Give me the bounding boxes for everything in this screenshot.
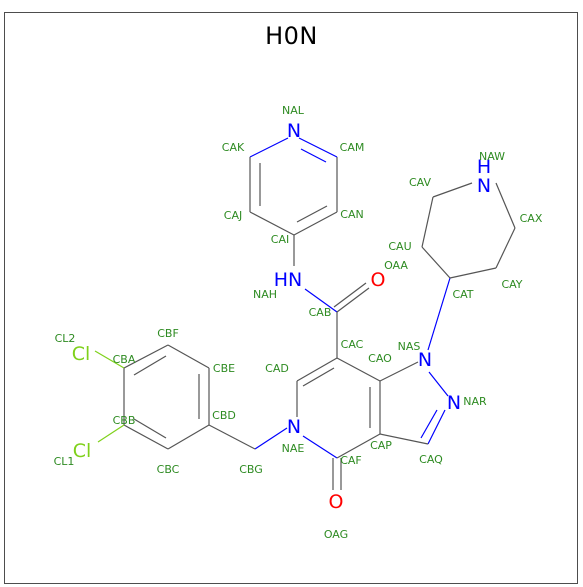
atom-label-nah: NAH bbox=[253, 288, 277, 301]
bond-cbc-cbd bbox=[167, 424, 210, 450]
diagram-frame bbox=[4, 12, 578, 584]
atom-label-cai: CAI bbox=[271, 233, 289, 246]
atom-label-cax: CAX bbox=[520, 212, 543, 225]
atom-label-nae: NAE bbox=[282, 442, 305, 455]
bond-ring1-inner-b bbox=[296, 205, 328, 223]
atom-label-cac: CAC bbox=[341, 338, 364, 351]
bond-cbb-cbc bbox=[123, 424, 169, 450]
molecule-title: H0N bbox=[265, 22, 318, 50]
element-cl2: Cl bbox=[72, 343, 91, 365]
atom-label-oag: OAG bbox=[324, 528, 348, 541]
atom-label-cbe: CBE bbox=[213, 362, 235, 375]
bond-naw-cax bbox=[495, 182, 516, 229]
atom-label-cay: CAY bbox=[501, 278, 522, 291]
bond-cat-cau bbox=[421, 246, 451, 279]
atom-label-nal: NAL bbox=[282, 104, 305, 117]
bond-cao-cac bbox=[336, 357, 381, 382]
bond-nae-cbg bbox=[254, 427, 288, 450]
bond-cbb-cl1 bbox=[97, 424, 125, 443]
atom-label-caf: CAF bbox=[340, 454, 362, 467]
atom-label-cau: CAU bbox=[388, 240, 411, 253]
atom-label-cam: CAM bbox=[340, 141, 365, 154]
atom-label-cbb: CBB bbox=[113, 414, 136, 427]
bond-nae-caf bbox=[302, 435, 338, 459]
atom-label-caq: CAQ bbox=[419, 453, 443, 466]
bond-ring1-inner-c bbox=[300, 148, 327, 163]
bond-cam-nal bbox=[298, 137, 338, 158]
bond-cbg-cbd bbox=[208, 424, 256, 450]
atom-label-cl1: CL1 bbox=[54, 455, 75, 468]
atom-label-nas: NAS bbox=[398, 340, 421, 353]
element-naw-h: H bbox=[477, 156, 491, 178]
bond-cab-oaa-2 bbox=[333, 282, 367, 308]
bond-nas-nar bbox=[428, 371, 449, 397]
atom-label-caj: CAJ bbox=[224, 209, 242, 222]
atom-label-can: CAN bbox=[340, 208, 363, 221]
atom-label-naw: NAW bbox=[479, 150, 505, 163]
bond-cba-cl2 bbox=[94, 350, 125, 369]
atom-label-cbd: CBD bbox=[212, 409, 236, 422]
bond-nah-cab bbox=[304, 288, 338, 313]
bond-ring2-inner-c bbox=[133, 418, 167, 439]
bond-cao-nas bbox=[379, 361, 419, 382]
bond-caf-cap bbox=[336, 433, 381, 459]
bond-cbe-cbf bbox=[167, 344, 210, 369]
bond-cai-can bbox=[293, 211, 338, 236]
element-nar: N bbox=[447, 392, 461, 414]
atom-label-cba: CBA bbox=[113, 353, 136, 366]
atom-label-cat: CAT bbox=[452, 288, 473, 301]
bond-cay-cat bbox=[449, 267, 497, 279]
atom-label-oaa: OAA bbox=[384, 259, 408, 272]
bond-cax-cay bbox=[495, 227, 516, 269]
atom-label-cbf: CBF bbox=[157, 327, 179, 340]
bond-cab-oaa bbox=[336, 287, 370, 313]
bond-nar-caq-2 bbox=[420, 409, 438, 439]
atom-label-nar: NAR bbox=[463, 395, 487, 408]
atom-label-cav: CAV bbox=[409, 176, 432, 189]
atom-label-cab: CAB bbox=[309, 306, 332, 319]
atom-label-cbc: CBC bbox=[157, 463, 180, 476]
atom-label-cl2: CL2 bbox=[55, 332, 76, 345]
bond-ring2-inner-b bbox=[133, 355, 167, 376]
element-cl1: Cl bbox=[73, 440, 92, 462]
atom-label-cak: CAK bbox=[222, 141, 245, 154]
bond-cac-cad bbox=[296, 357, 338, 382]
bond-cac-cad-2 bbox=[302, 367, 335, 387]
bond-nar-caq bbox=[427, 409, 446, 445]
element-oag: O bbox=[329, 491, 344, 513]
atom-label-cbg: CBG bbox=[239, 463, 263, 476]
bonds bbox=[94, 137, 516, 490]
bond-caj-cai bbox=[249, 211, 295, 236]
element-naw-n: N bbox=[477, 175, 491, 197]
atom-label-cad: CAD bbox=[265, 362, 289, 375]
bond-cav-naw bbox=[432, 182, 473, 198]
element-nas: N bbox=[418, 349, 432, 371]
element-nae: N bbox=[287, 416, 301, 438]
bond-caq-cap bbox=[379, 433, 429, 445]
element-nah: HN bbox=[274, 269, 303, 291]
bond-cau-cav bbox=[421, 196, 434, 248]
bond-nal-cak bbox=[249, 137, 289, 158]
bond-cbf-cba bbox=[123, 344, 169, 369]
element-oaa: O bbox=[371, 269, 386, 291]
atom-label-cap: CAP bbox=[370, 439, 392, 452]
atom-label-cao: CAO bbox=[368, 352, 392, 365]
element-nal: N bbox=[287, 120, 301, 142]
bond-nas-cat bbox=[427, 277, 451, 351]
